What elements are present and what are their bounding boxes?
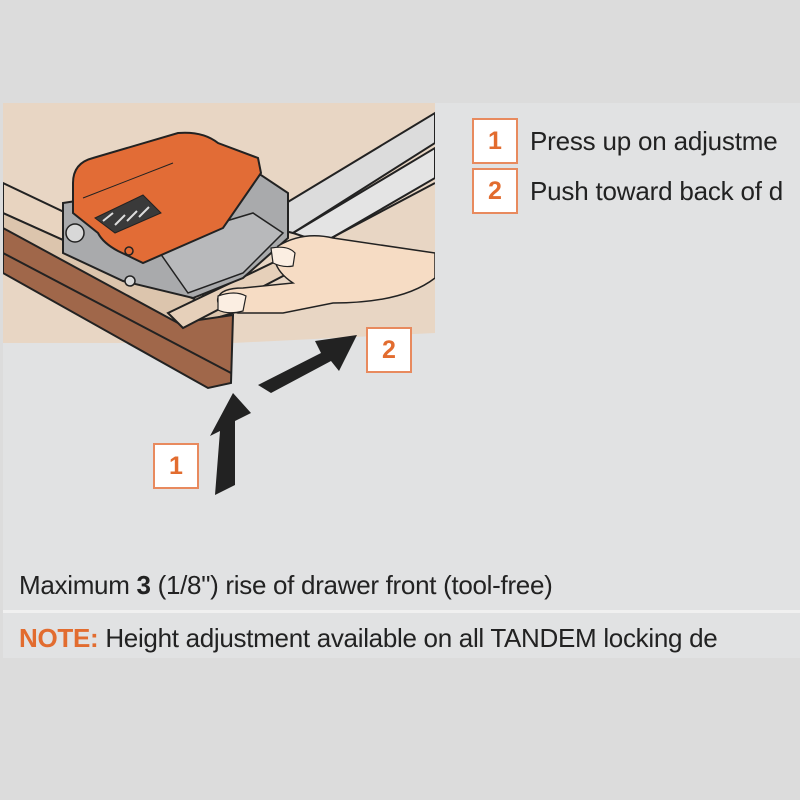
step-list: 1 Press up on adjustme 2 Push toward bac… bbox=[472, 116, 783, 216]
step-text: Push toward back of d bbox=[530, 175, 784, 206]
arrow-label-2-text: 2 bbox=[382, 335, 396, 364]
note-text: Height adjustment available on all TANDE… bbox=[98, 623, 718, 653]
step-number: 1 bbox=[488, 126, 502, 155]
note: NOTE: Height adjustment available on all… bbox=[19, 623, 718, 654]
drawer-adjustment-illustration bbox=[3, 103, 435, 498]
caption-value: 3 bbox=[136, 570, 151, 600]
step-text: Press up on adjustme bbox=[530, 125, 778, 156]
note-label: NOTE: bbox=[19, 623, 99, 653]
step-number-badge: 2 bbox=[472, 168, 518, 214]
step-item: 2 Push toward back of d bbox=[472, 166, 783, 216]
arrow-label-1: 1 bbox=[153, 443, 199, 489]
rise-caption: Maximum 3 (1/8") rise of drawer front (t… bbox=[19, 570, 553, 601]
arrow-label-1-text: 1 bbox=[169, 451, 183, 480]
caption-suffix: (1/8") rise of drawer front (tool-free) bbox=[150, 570, 553, 600]
arrow-label-2: 2 bbox=[366, 327, 412, 373]
step-number-badge: 1 bbox=[472, 118, 518, 164]
step-number: 2 bbox=[488, 176, 502, 205]
step-item: 1 Press up on adjustme bbox=[472, 116, 783, 166]
divider bbox=[3, 610, 800, 613]
caption-prefix: Maximum bbox=[19, 570, 137, 600]
